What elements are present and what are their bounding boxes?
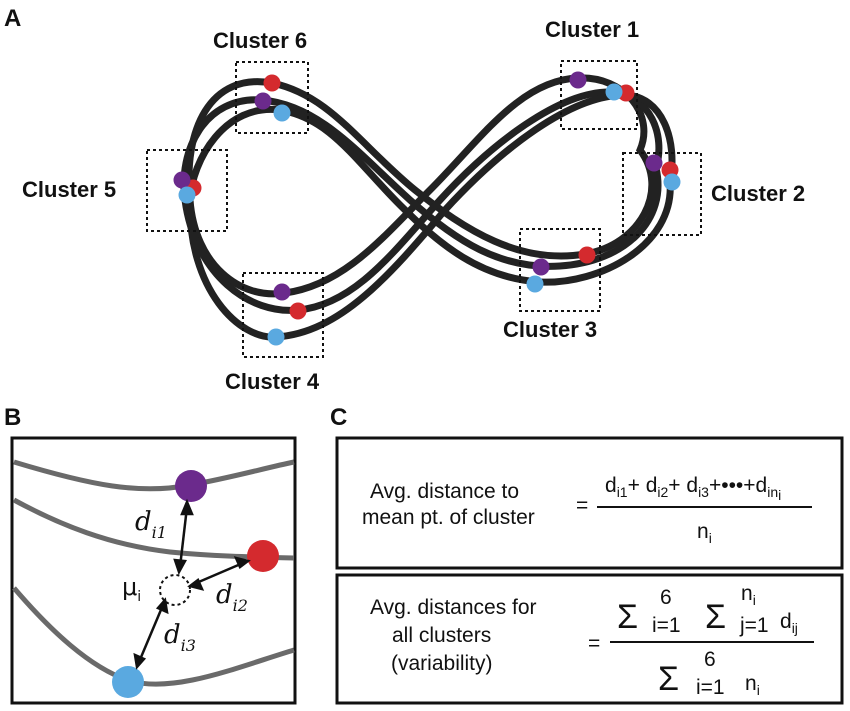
- cluster-1-blue-point: [605, 83, 623, 101]
- formula-2-denominator-upper: 6: [704, 648, 716, 671]
- cluster-2-box: [622, 152, 702, 236]
- cluster-2-purple-point: [645, 154, 663, 172]
- panel-b-mean-point: [159, 574, 191, 606]
- formula-1-lhs-line2: mean pt. of cluster: [362, 506, 535, 529]
- formula-1-numerator: di1+ di2+ di3+•••+dini: [605, 474, 781, 503]
- cluster-3-blue-point: [526, 275, 544, 293]
- cluster-3-label: Cluster 3: [503, 317, 597, 342]
- arrow-d-i1: [178, 506, 189, 568]
- cluster-points: [173, 71, 681, 346]
- formula-1-box: [335, 436, 844, 570]
- formula-2-outer-upper: 6: [660, 586, 672, 609]
- figure-eight-curves: [180, 74, 676, 341]
- formula-2-denominator-sigma: Σ: [658, 660, 679, 698]
- trajectory-curve-3: [186, 91, 676, 341]
- formula-2-equals: =: [588, 632, 600, 655]
- panel-b-letter: B: [4, 404, 21, 431]
- distance-label-i2: di2: [216, 580, 248, 615]
- distance-label-i1: di1: [135, 507, 167, 542]
- cluster-2-blue-point: [663, 173, 681, 191]
- panel-b-curves: [12, 459, 295, 687]
- arrow-d-i3: [137, 604, 165, 663]
- panel-b-curve-bottom: [12, 586, 295, 687]
- cluster-6-box: [235, 61, 309, 134]
- panel-a-letter: A: [4, 5, 21, 32]
- cluster-4-purple-point: [273, 283, 291, 301]
- panel-c-letter: C: [330, 404, 347, 431]
- cluster-1-label: Cluster 1: [545, 17, 639, 42]
- formula-2-lhs-line2: all clusters: [392, 624, 491, 647]
- panel-b-frame: [10, 436, 297, 705]
- cluster-6-red-point: [263, 74, 281, 92]
- formula-2-box: [335, 573, 844, 705]
- panel-b-red-point: [247, 540, 279, 572]
- cluster-4-label: Cluster 4: [225, 369, 320, 394]
- formula-2-lhs-line1: Avg. distances for: [370, 596, 537, 619]
- distance-label-i3: di3: [164, 620, 196, 655]
- cluster-3-purple-point: [532, 258, 550, 276]
- formula-1-lhs-line1: Avg. distance to: [370, 480, 519, 503]
- cluster-4-box: [242, 272, 324, 358]
- cluster-5-blue-point: [178, 186, 196, 204]
- mean-symbol: μi: [122, 573, 141, 605]
- panel-b-curve-top: [13, 459, 295, 492]
- formula-2-inner-upper: ni: [741, 582, 756, 608]
- cluster-5-purple-point: [173, 171, 191, 189]
- cluster-5-box: [146, 149, 228, 232]
- formula-2-outer-lower: i=1: [652, 614, 681, 637]
- cluster-2-label: Cluster 2: [711, 181, 805, 206]
- cluster-1-box: [560, 60, 638, 130]
- cluster-5-label: Cluster 5: [22, 177, 116, 202]
- cluster-4-red-point: [289, 302, 307, 320]
- formula-2-outer-sigma: Σ: [617, 598, 638, 636]
- formula-1-denominator: ni: [697, 520, 712, 546]
- formula-1-equals: =: [576, 494, 588, 517]
- formula-2-denominator-lower: i=1: [696, 676, 725, 699]
- formula-2-denominator-term: ni: [745, 672, 760, 698]
- cluster-1-purple-point: [569, 71, 587, 89]
- cluster-3-red-point: [578, 246, 596, 264]
- cluster-6-purple-point: [254, 92, 272, 110]
- cluster-3-box: [519, 228, 601, 312]
- arrow-d-i2: [193, 561, 244, 586]
- panel-b-arrows: [133, 498, 251, 670]
- panel-b-blue-point: [112, 666, 144, 698]
- cluster-6-blue-point: [273, 104, 291, 122]
- cluster-4-blue-point: [267, 328, 285, 346]
- formula-2-lhs-line3: (variability): [391, 652, 493, 675]
- cluster-6-label: Cluster 6: [213, 28, 307, 53]
- panel-b-purple-point: [175, 470, 207, 502]
- formula-2-inner-lower: j=1: [739, 614, 769, 637]
- formula-2-term: dij: [780, 610, 798, 636]
- formula-2-inner-sigma: Σ: [705, 598, 726, 636]
- cluster-boxes: [146, 60, 702, 358]
